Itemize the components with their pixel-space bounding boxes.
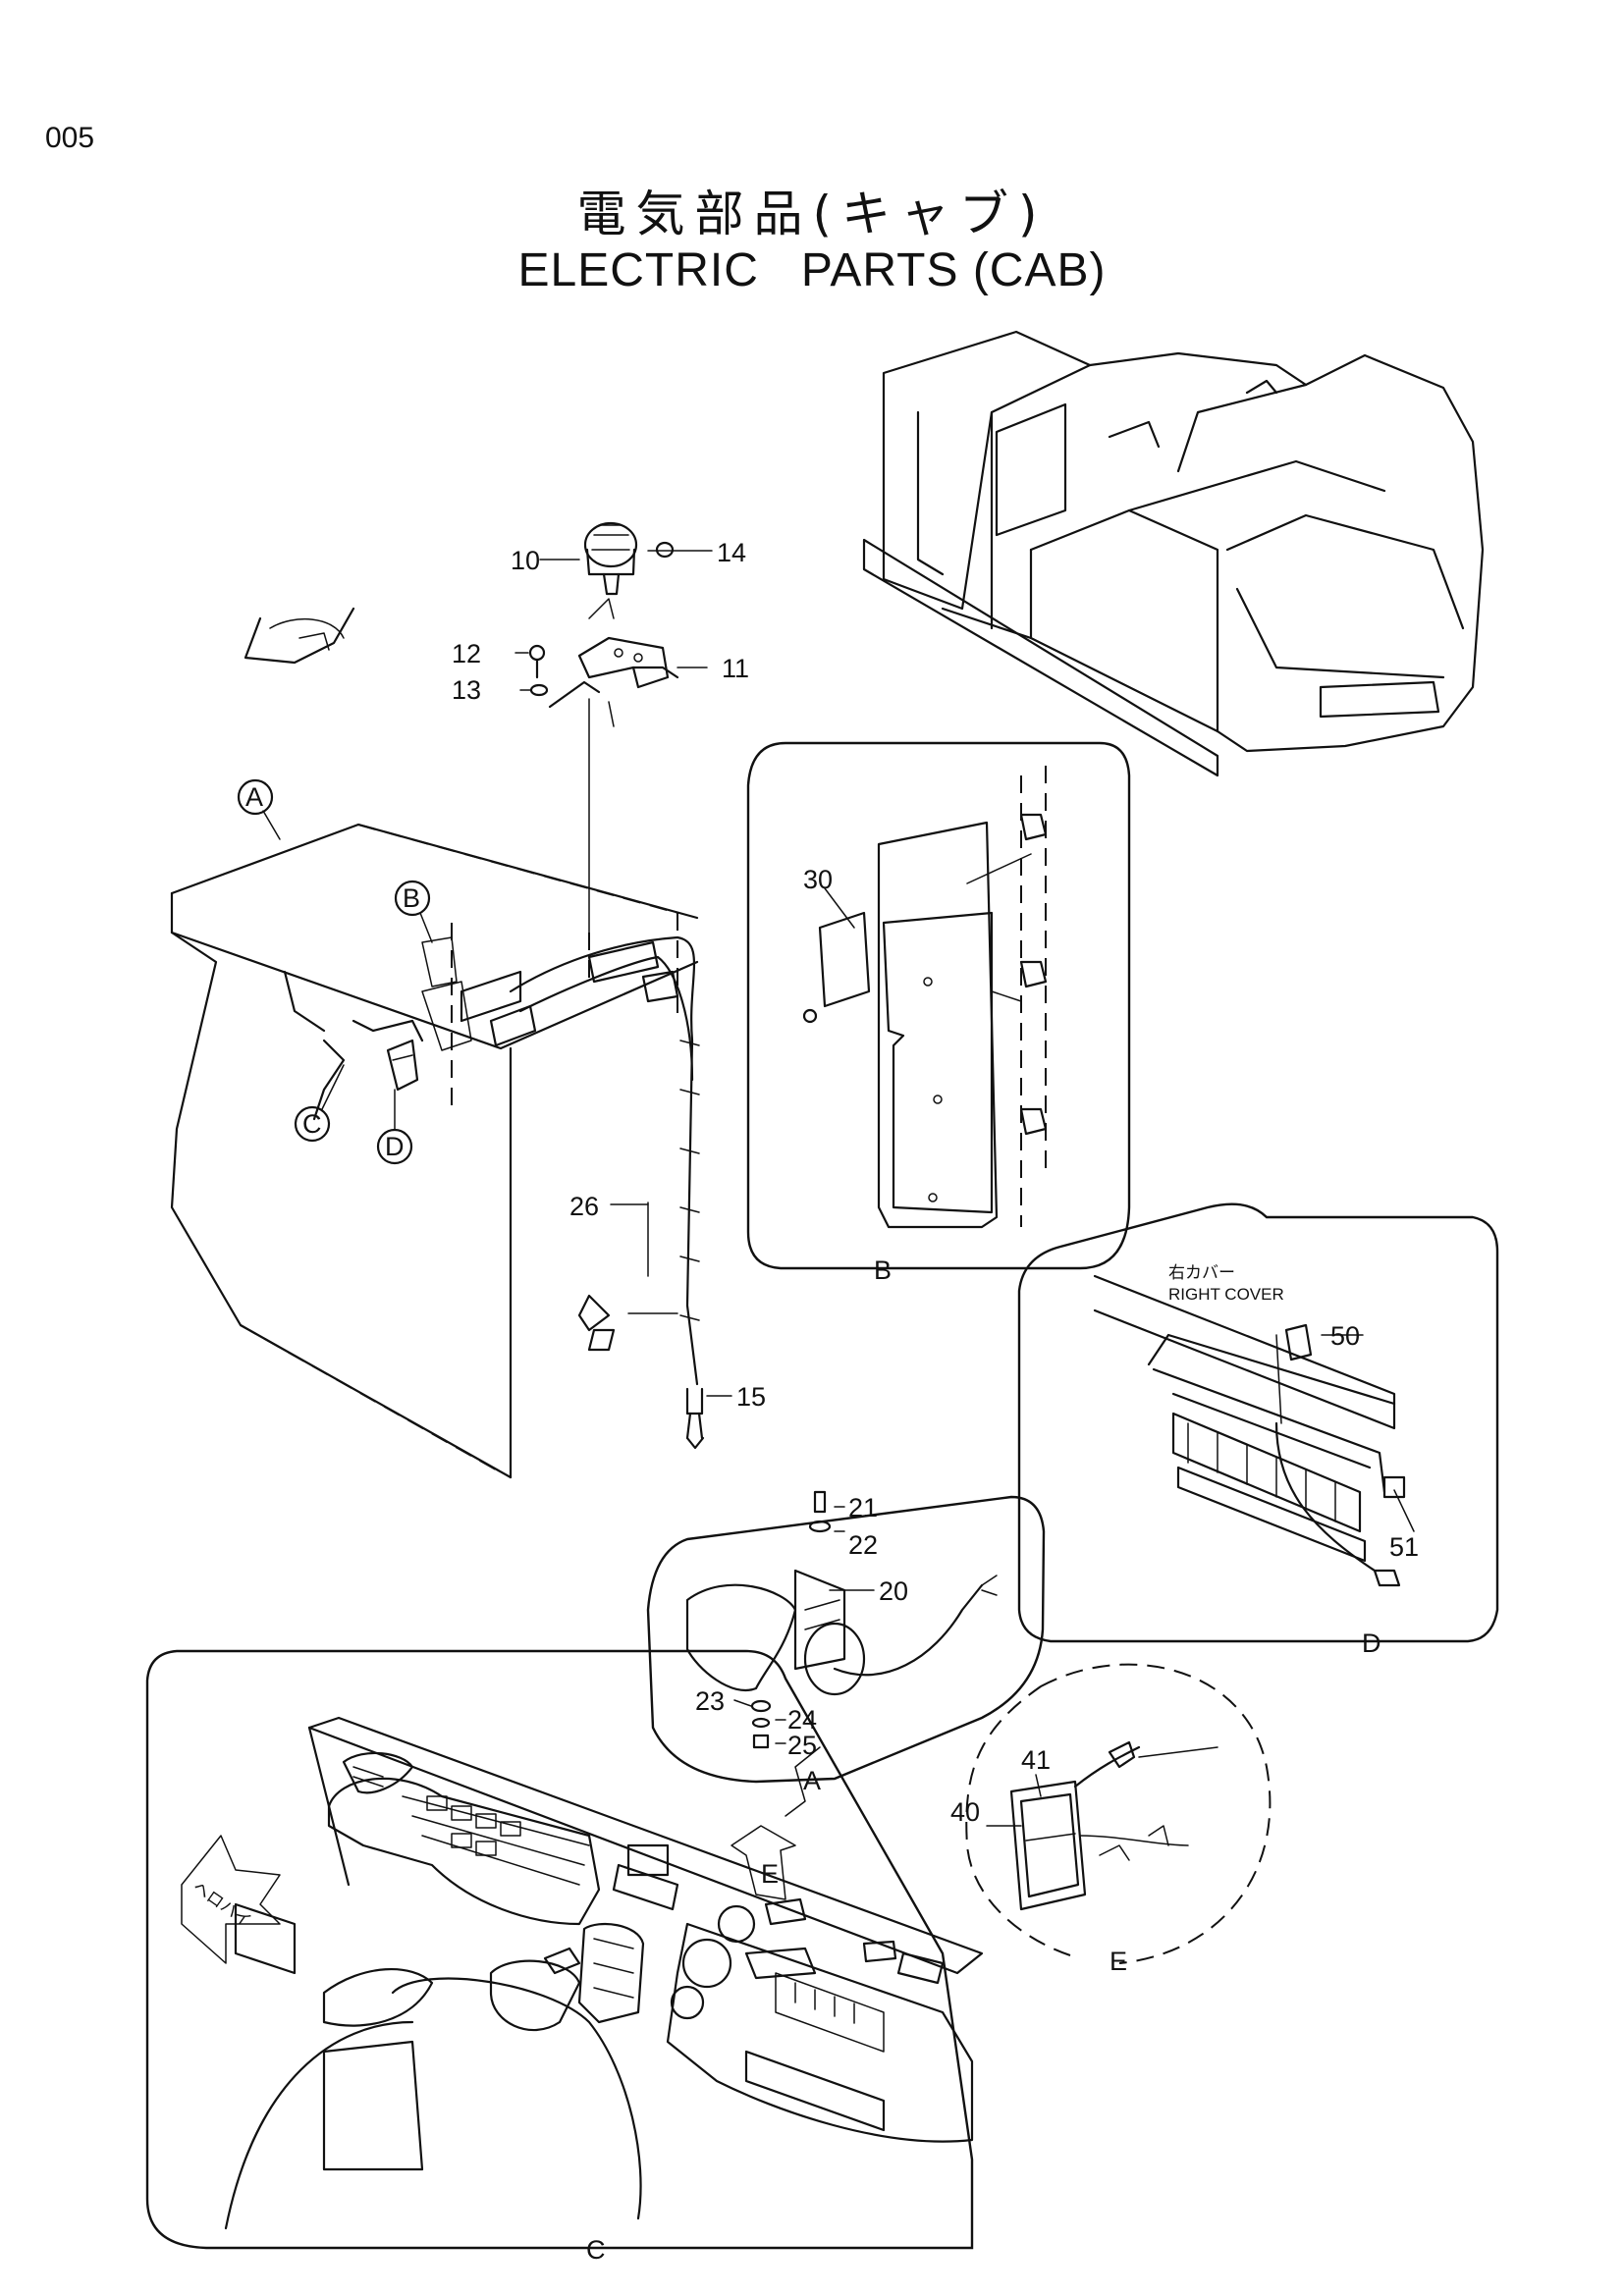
rotating-beacon-assembly: [514, 521, 713, 934]
page-title-english: ELECTRIC PARTS (CAB): [517, 244, 1107, 296]
callout-10: 10: [511, 546, 540, 575]
detail-label-b: B: [874, 1255, 892, 1285]
callout-40: 40: [950, 1797, 980, 1827]
right-cover-label-japanese: 右カバー: [1168, 1263, 1235, 1282]
callout-41: 41: [1021, 1745, 1051, 1775]
excavator-overview-drawing: [862, 330, 1485, 777]
cab-body-drawing: [170, 607, 732, 1479]
view-marker-e: E: [761, 1859, 779, 1889]
right-cover-label-english: RIGHT COVER: [1168, 1285, 1284, 1304]
callout-26: 26: [569, 1192, 599, 1221]
page-title-japanese: 電気部品(キャブ): [576, 186, 1048, 242]
callout-51: 51: [1389, 1532, 1419, 1562]
detail-label-e: E: [1110, 1947, 1127, 1976]
callout-22: 22: [848, 1530, 878, 1560]
callout-25: 25: [787, 1731, 817, 1760]
view-marker-a: A: [245, 782, 263, 812]
detail-label-a: A: [803, 1766, 821, 1795]
callout-14: 14: [717, 538, 746, 567]
view-marker-b: B: [403, 883, 420, 913]
callout-12: 12: [452, 639, 481, 668]
callout-23: 23: [695, 1686, 725, 1716]
detail-label-d: D: [1362, 1629, 1381, 1658]
callout-20: 20: [879, 1576, 908, 1606]
detail-b-drawing: [746, 741, 1131, 1270]
detail-e-drawing: [965, 1663, 1272, 1964]
view-marker-d: D: [385, 1132, 405, 1161]
callout-24: 24: [787, 1705, 817, 1735]
callout-50: 50: [1330, 1321, 1360, 1351]
view-marker-c: C: [302, 1109, 322, 1139]
callout-13: 13: [452, 675, 481, 705]
detail-a-drawing: [646, 1490, 1046, 1784]
callout-15: 15: [736, 1382, 766, 1412]
page-number: 005: [45, 122, 95, 154]
callout-30: 30: [803, 865, 833, 894]
callout-21: 21: [848, 1493, 878, 1522]
front-direction-label: ヘロハイ: [189, 1878, 254, 1931]
detail-c-drawing: [145, 1649, 984, 2250]
callout-11: 11: [722, 654, 749, 683]
detail-d-drawing: [1017, 1202, 1499, 1643]
detail-label-c: C: [586, 2235, 606, 2265]
